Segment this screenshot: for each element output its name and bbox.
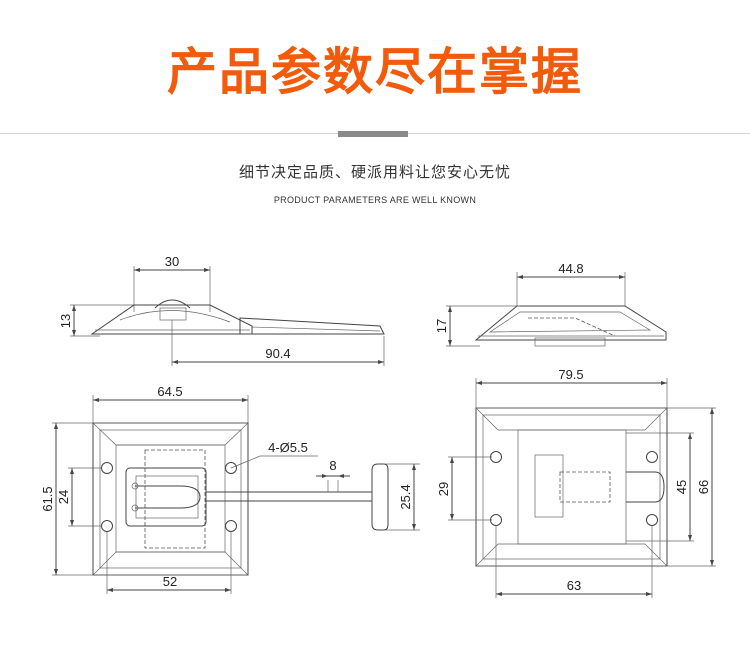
divider-accent [338, 131, 408, 137]
dim-44-8: 44.8 [558, 261, 583, 276]
right-top-view: 79.5 66 45 29 [436, 367, 716, 598]
dim-17: 17 [434, 319, 449, 333]
subtitle-english: PRODUCT PARAMETERS ARE WELL KNOWN [273, 195, 477, 205]
left-top-view: 64.5 8 25.4 [40, 384, 420, 594]
left-side-view: 30 13 90.4 [58, 254, 385, 366]
dim-52: 52 [163, 574, 177, 589]
dim-61-5: 61.5 [40, 486, 55, 511]
hole-callout: 4-Ø5.5 [268, 440, 308, 455]
dim-90-4: 90.4 [265, 346, 290, 361]
dim-66: 66 [696, 480, 711, 494]
dim-64-5: 64.5 [157, 384, 182, 399]
right-side-view: 44.8 17 [434, 261, 667, 347]
dim-13: 13 [58, 314, 73, 328]
dim-30: 30 [165, 254, 179, 269]
dim-25-4: 25.4 [398, 484, 413, 509]
dim-24: 24 [56, 490, 71, 504]
page-title: 产品参数尽在掌握 [167, 43, 583, 101]
subtitle: 细节决定品质、硬派用料让您安心无忧 [238, 163, 511, 181]
dim-8: 8 [329, 458, 336, 473]
dim-29: 29 [436, 482, 451, 496]
dim-45: 45 [674, 480, 689, 494]
dim-63: 63 [567, 578, 581, 593]
dim-79-5: 79.5 [558, 367, 583, 382]
